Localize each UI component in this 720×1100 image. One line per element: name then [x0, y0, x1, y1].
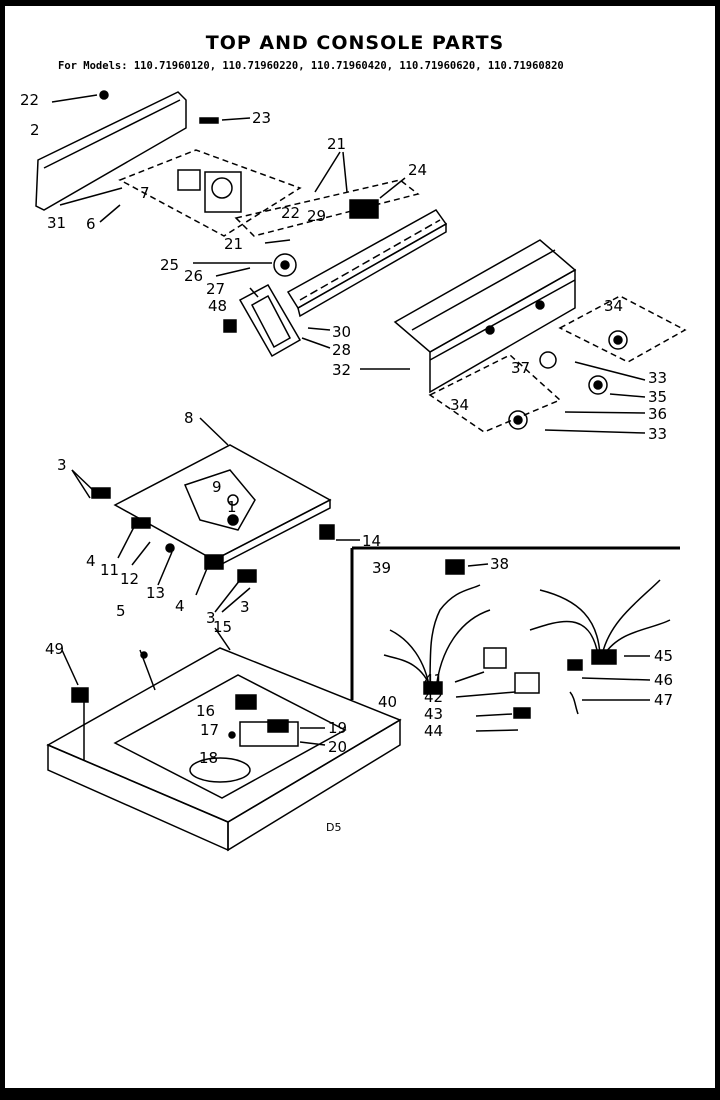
part-label: 18: [199, 749, 218, 767]
part-label: 27: [206, 280, 225, 298]
switch-16: [235, 694, 257, 710]
top-cover: [46, 647, 402, 852]
bumper-14: [319, 524, 335, 540]
part-label: 21: [224, 235, 243, 253]
knob-34-bottom: [508, 410, 528, 430]
part-label: 39: [372, 559, 391, 577]
part-label: 38: [490, 555, 509, 573]
switch-25: [273, 253, 297, 277]
knob-34-top: [608, 330, 628, 350]
part-label: 35: [648, 388, 667, 406]
part-label: 29: [307, 207, 326, 225]
console-rail: [286, 209, 448, 318]
lid-assembly: [113, 444, 332, 570]
part-label: 49: [45, 640, 64, 658]
hinge-parts: [91, 487, 257, 583]
bracket-27: [238, 283, 302, 358]
part-label: 3: [206, 609, 216, 627]
part-label: 47: [654, 691, 673, 709]
part-label: 11: [100, 561, 119, 579]
part-label: 15: [213, 618, 232, 636]
switch-24: [349, 199, 379, 219]
part-label: 9: [212, 478, 222, 496]
wiring-harness-box: [350, 546, 680, 719]
part-label: 4: [86, 552, 96, 570]
part-label: 41: [424, 671, 443, 689]
knob-35: [588, 375, 608, 395]
part-label: 42: [424, 688, 443, 706]
diagram-title: TOP AND CONSOLE PARTS: [205, 32, 505, 54]
part-label: 22: [20, 91, 39, 109]
part-label: 19: [328, 719, 347, 737]
knob-37: [539, 351, 557, 369]
part-label: 33: [648, 369, 667, 387]
part-label: 13: [146, 584, 165, 602]
part-label: 34: [604, 297, 623, 315]
part-label: 7: [140, 184, 150, 202]
part-label: 2: [30, 121, 40, 139]
part-label: 45: [654, 647, 673, 665]
part-label: 36: [648, 405, 667, 423]
drawing-code: D5: [326, 821, 341, 834]
part-label: 25: [160, 256, 179, 274]
screw-5: [140, 651, 148, 659]
part-labels: 1 2 3 3 3 4 4 5 6 7 8 9 11 12 13 14 15 1…: [20, 91, 673, 834]
part-label: 8: [184, 409, 194, 427]
screw-17: [228, 731, 236, 739]
timer-assembly: [118, 149, 302, 237]
part-label: 37: [511, 359, 530, 377]
part-label: 1: [227, 498, 237, 516]
screw-22: [99, 90, 109, 100]
part-label: 30: [332, 323, 351, 341]
part-label: 32: [332, 361, 351, 379]
part-label: 26: [184, 267, 203, 285]
console-back: [393, 239, 577, 394]
part-label: 43: [424, 705, 443, 723]
part-label: 33: [648, 425, 667, 443]
part-label: 28: [332, 341, 351, 359]
part-label: 23: [252, 109, 271, 127]
model-numbers: For Models: 110.71960120, 110.71960220, …: [58, 60, 564, 72]
part-label: 24: [408, 161, 427, 179]
part-label: 3: [240, 598, 250, 616]
part-label: 34: [450, 396, 469, 414]
cap-49: [71, 687, 89, 703]
part-label: 5: [116, 602, 126, 620]
part-label: 6: [86, 215, 96, 233]
console-end-panel: [35, 91, 187, 211]
part-label: 3: [57, 456, 67, 474]
part-label: 31: [47, 214, 66, 232]
part-label: 48: [208, 297, 227, 315]
part-label: 21: [327, 135, 346, 153]
part-label: 16: [196, 702, 215, 720]
part-label: 14: [362, 532, 381, 550]
switch-assembly-19-20: [239, 719, 299, 747]
part-label: 20: [328, 738, 347, 756]
screw-23: [199, 117, 219, 124]
clip-48: [223, 319, 237, 333]
part-label: 22: [281, 204, 300, 222]
part-label: 46: [654, 671, 673, 689]
part-label: 17: [200, 721, 219, 739]
part-label: 44: [424, 722, 443, 740]
part-label: 4: [175, 597, 185, 615]
part-label: 40: [378, 693, 397, 711]
part-label: 12: [120, 570, 139, 588]
